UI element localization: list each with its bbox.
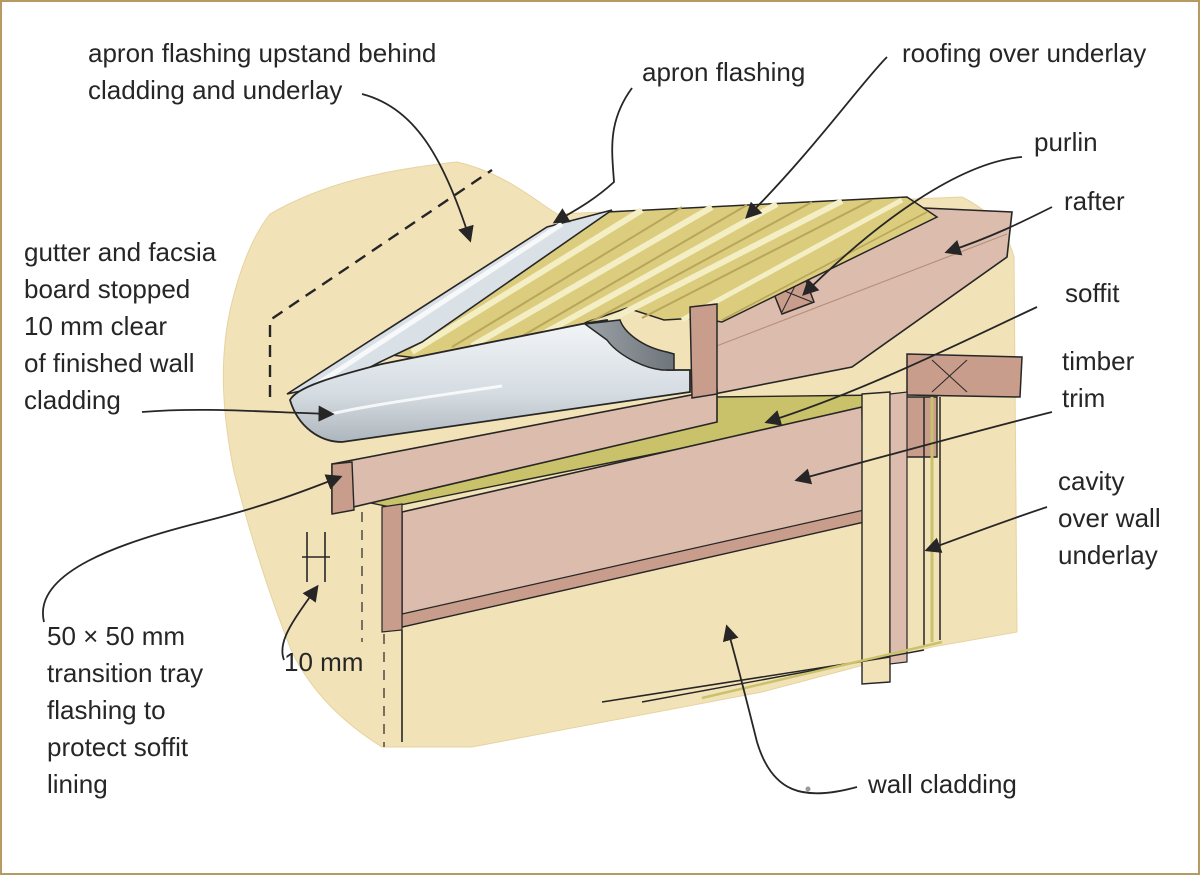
label-apron-upstand: apron flashing upstand behind cladding a… — [88, 38, 437, 105]
arrow-roofing — [745, 56, 888, 219]
label-timber-trim: timber trim — [1062, 346, 1135, 413]
label-wall-cladding: wall cladding — [868, 769, 1017, 799]
arrow-gutter-facsia — [141, 405, 335, 422]
dimension-10mm-marks — [302, 532, 330, 582]
label-rafter: rafter — [1064, 186, 1125, 216]
arrow-transition-tray — [42, 474, 343, 623]
leader-arrows — [42, 56, 1053, 795]
label-cavity: cavity over wall underlay — [1058, 466, 1161, 570]
roofing-sheets — [379, 196, 939, 365]
timber-trim — [861, 391, 891, 685]
arrow-10mm — [281, 584, 319, 661]
timber-block — [906, 353, 1023, 398]
arrow-wall-cladding — [722, 624, 858, 795]
label-gutter-facsia: gutter and facsia board stopped 10 mm cl… — [24, 237, 217, 415]
label-soffit: soffit — [1065, 278, 1120, 308]
label-transition-tray: 50 × 50 mm transition tray flashing to p… — [47, 621, 204, 799]
arrow-apron-upstand — [361, 93, 474, 243]
label-roofing-over-underlay: roofing over underlay — [902, 38, 1147, 68]
upstand-dashed-outline — [268, 169, 493, 397]
arrow-apron-flashing — [552, 87, 633, 224]
label-apron-flashing: apron flashing — [642, 57, 806, 87]
label-dimension-10mm: 10 mm — [284, 647, 364, 677]
arrow-soffit — [764, 306, 1038, 426]
arrow-timber-trim — [794, 411, 1053, 485]
label-purlin: purlin — [1034, 127, 1098, 157]
arrow-purlin — [802, 156, 1023, 296]
arrow-rafter — [944, 206, 1053, 256]
fascia-end — [331, 461, 355, 515]
arrow-cavity — [924, 506, 1048, 553]
gutter-end-profile — [583, 319, 675, 371]
